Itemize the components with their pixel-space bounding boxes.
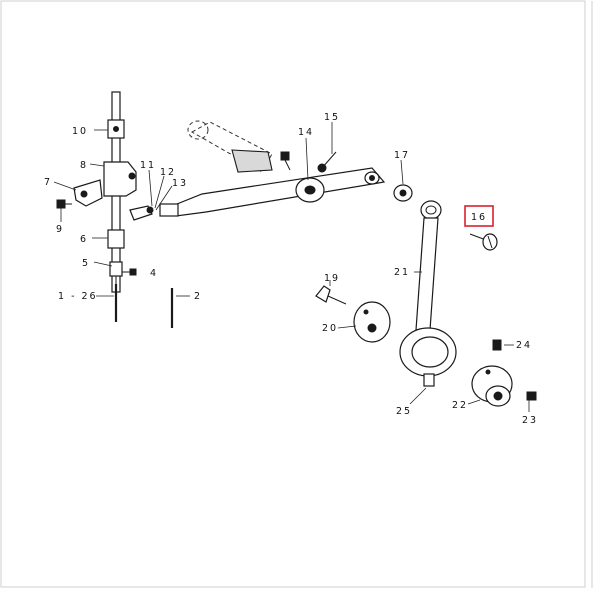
screw-15-head [317,163,327,173]
disc-20-dot [363,309,369,315]
link-assembly [159,120,386,217]
disc-20-hole [367,323,377,333]
label-6: 6 [80,234,88,245]
screw-19-head [315,285,331,303]
washer-17-group [393,184,413,202]
link-end-hole [369,175,375,181]
label-24: 24 [516,340,532,351]
label-9: 9 [56,224,64,235]
crank-rod-top-hole [425,205,437,215]
thread-guide-7 [73,179,103,207]
label-23: 23 [522,415,538,426]
eccentric-22-hole [493,391,503,401]
label-8: 8 [80,160,88,171]
needle-clamp [109,261,123,277]
washer-17-hole [399,189,407,197]
disc-20-group [353,301,391,343]
label-1-26: 1 - 26 [58,291,98,302]
label-19: 19 [324,273,340,284]
link-bar-14 [171,167,386,217]
crank-rod-top [420,200,442,220]
screw-14-set-shank [284,159,291,171]
label-16: 16 [471,212,487,223]
frame-border [0,0,586,588]
label-20: 20 [322,323,338,334]
label-22: 22 [452,400,468,411]
screw-9 [56,199,66,209]
label-12: 12 [160,167,176,178]
guide-hole [80,190,88,198]
crank-rod-21 [415,217,439,331]
callout-labels: 10 8 7 9 11 12 13 6 5 4 1 - 26 2 14 15 1… [44,112,538,426]
ghost-knuckle [231,149,273,173]
label-10: 10 [72,126,88,137]
screw-14-set [280,151,290,161]
screw-16-slot [487,235,493,249]
label-7: 7 [44,177,52,188]
needle-bar-assembly [56,91,154,293]
label-25: 25 [396,406,412,417]
highlight-box-16 [464,205,494,227]
screw-4-head [129,268,137,276]
crank-rod-assembly [399,200,457,387]
label-21: 21 [394,267,410,278]
label-11: 11 [140,160,156,171]
link-pin [159,203,179,217]
eccentric-22-dot [485,369,491,375]
label-14: 14 [298,127,314,138]
eccentric-22-group [471,339,537,407]
label-17: 17 [394,150,410,161]
label-5: 5 [82,258,90,269]
screw-19-group [315,285,347,305]
screw-19-shank [327,295,347,305]
ghost-end [187,120,209,140]
bracket-screw [128,172,136,180]
collar-6 [107,229,125,249]
label-2: 2 [194,291,202,302]
crank-rod-ring-inner [411,336,449,368]
screw-24 [492,339,502,351]
label-13: 13 [172,178,188,189]
disc-20 [353,301,391,343]
needles [114,284,174,328]
bracket-8 [103,161,137,197]
screw-16-group [469,233,498,251]
leader-lines [53,122,530,412]
screw-23 [526,391,537,401]
link-boss-hole [304,185,316,195]
crank-rod-stub-25 [423,373,435,387]
clamp-screw [146,206,154,214]
label-4: 4 [150,268,158,279]
collar-screw [113,126,119,132]
label-15: 15 [324,112,340,123]
clamp-13 [129,205,153,221]
